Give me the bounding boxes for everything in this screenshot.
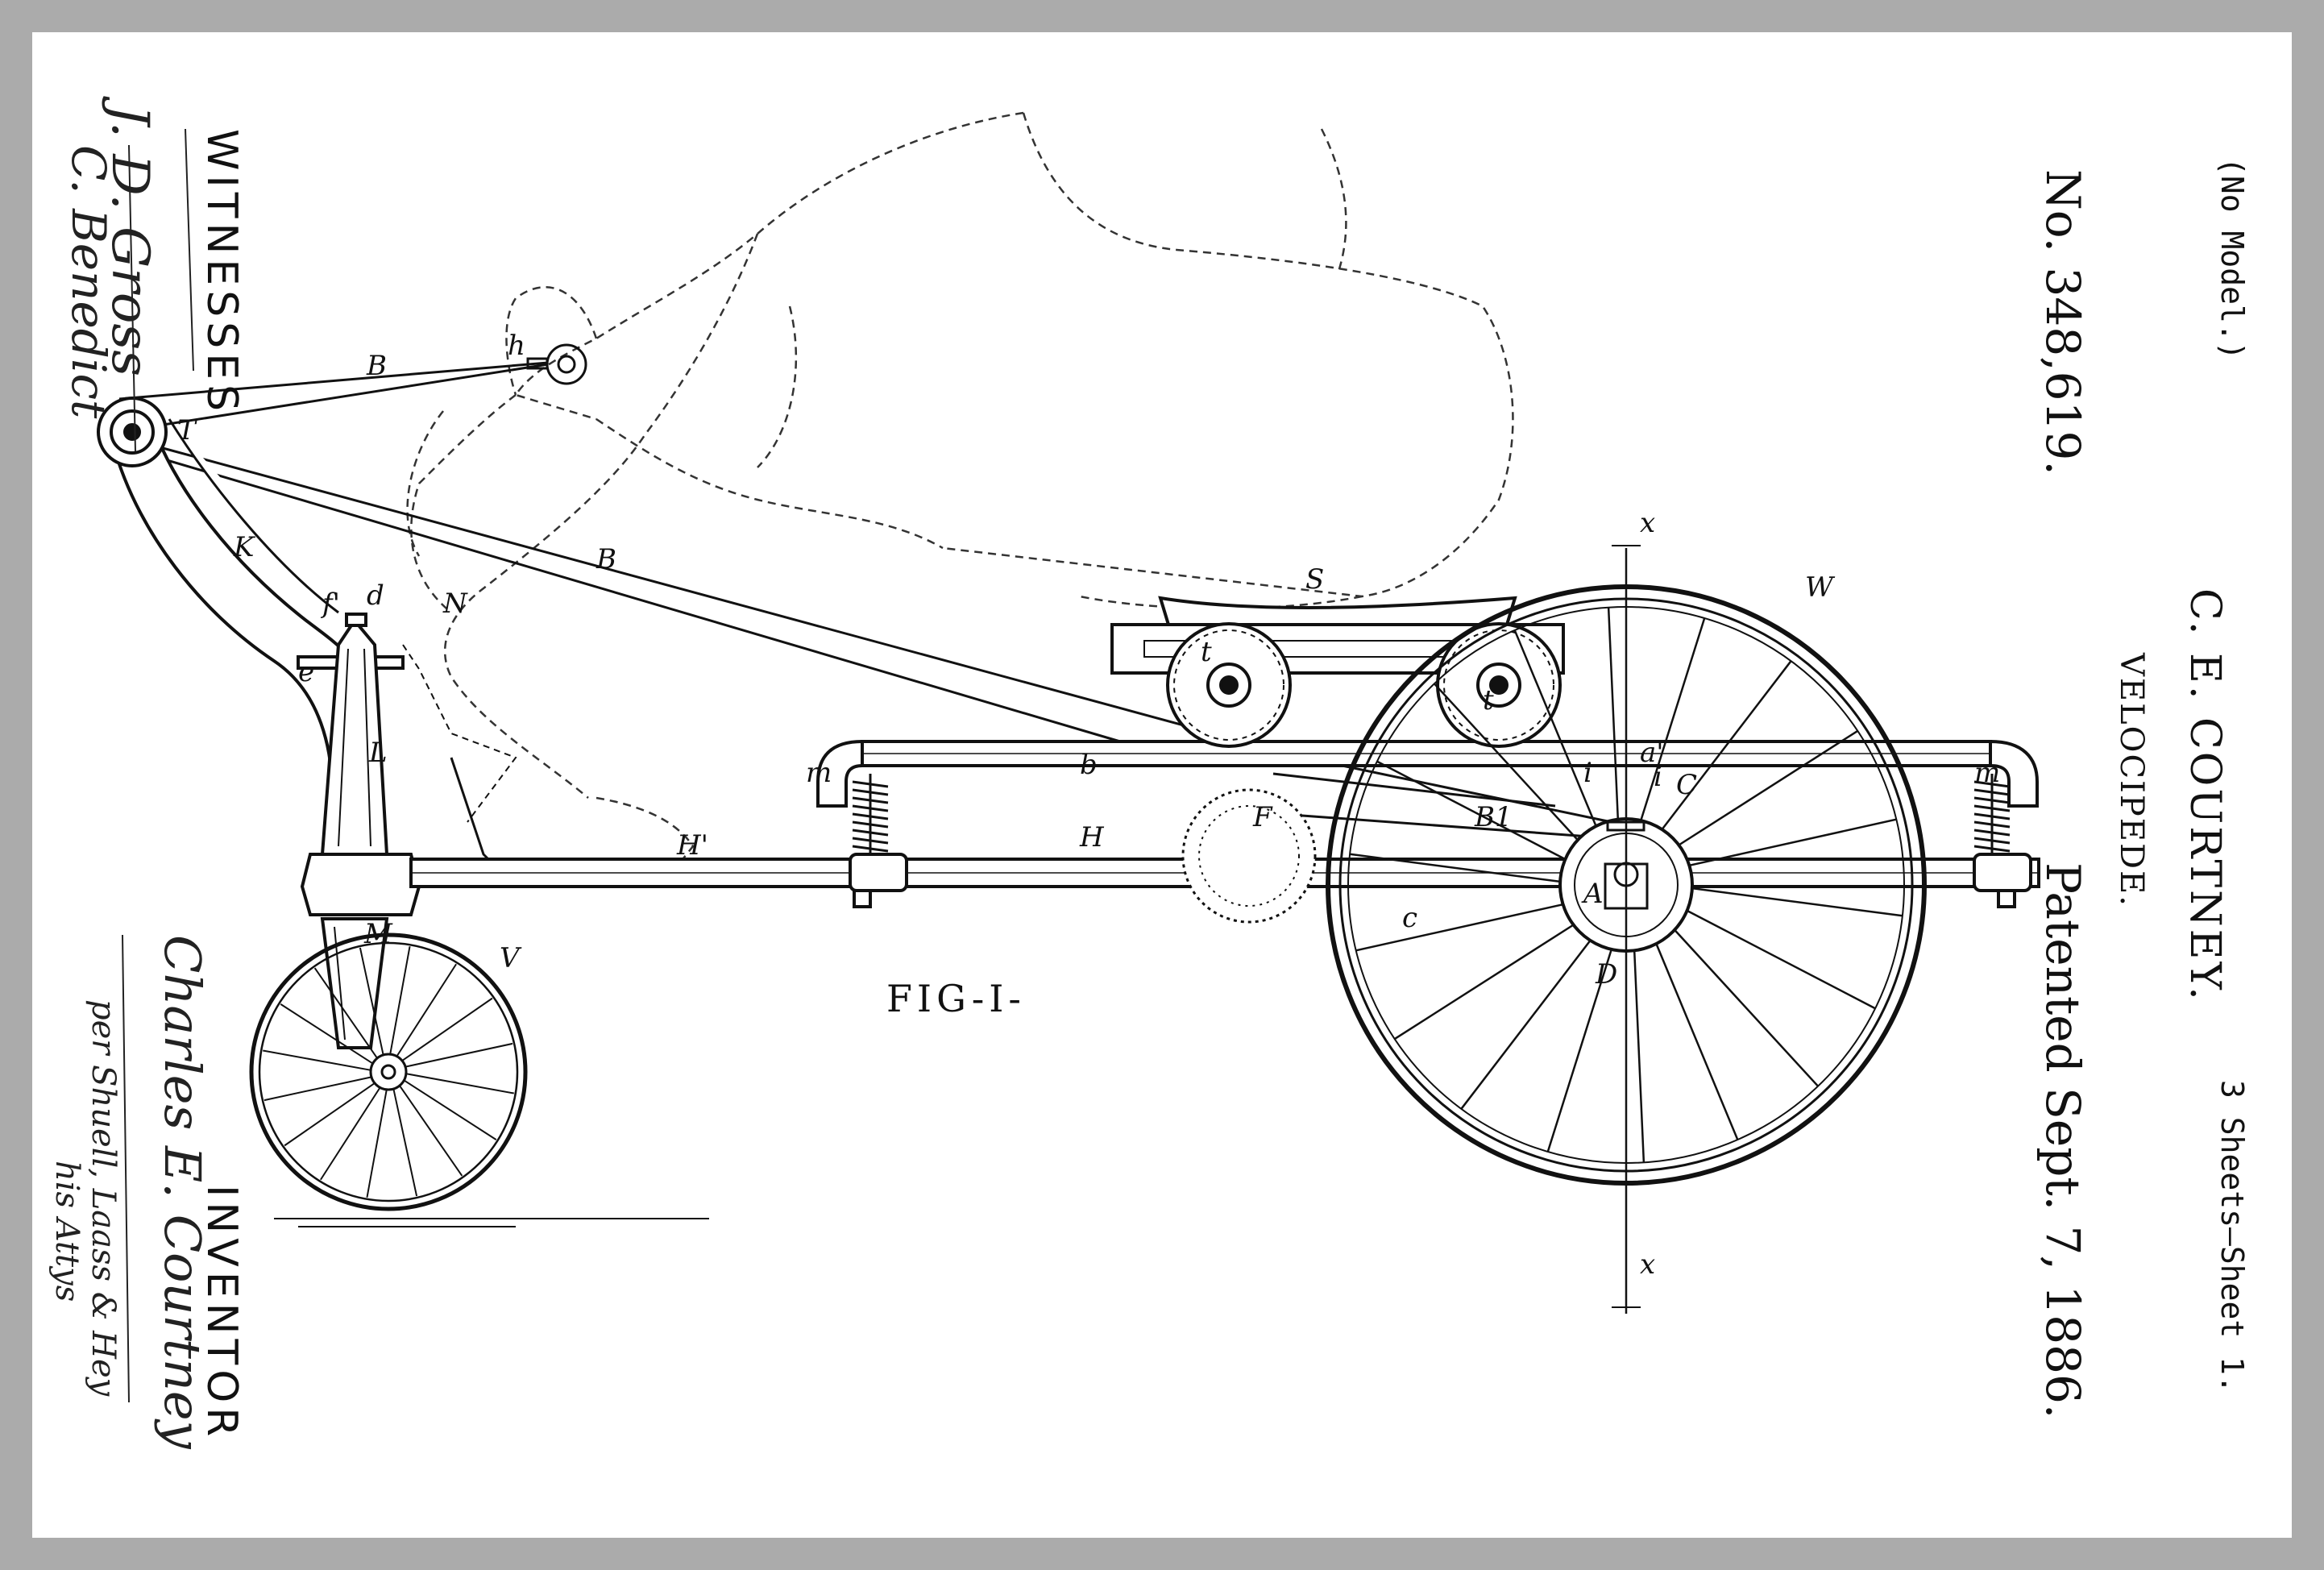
spoke — [405, 1042, 513, 1068]
label-h: h — [508, 330, 525, 362]
label-b-small: b — [1080, 749, 1098, 781]
label-c-lower: c — [1402, 902, 1417, 934]
part-labels: B h T K B f' d N e L M V S W t t b m m H… — [177, 330, 2000, 1281]
spoke — [264, 1076, 372, 1102]
spoke — [1546, 949, 1612, 1153]
spoke — [399, 1085, 463, 1177]
figure-caption: FIG-I- — [886, 977, 1026, 1020]
patent-sheet: B h T K B f' d N e L M V S W t t b m m H… — [32, 32, 2292, 1538]
invention-title: VELOCIPEDE. — [2113, 653, 2150, 908]
label-x-top: x — [1640, 507, 1655, 539]
spoke — [1460, 940, 1592, 1110]
attorney-line: per Shuell, Laass & Hey — [85, 999, 122, 1398]
spoke — [396, 963, 457, 1057]
spoke — [1607, 607, 1620, 820]
rider-outline — [406, 111, 1514, 888]
label-w: W — [1805, 571, 1836, 604]
witness-signature-2: C. Benedict — [61, 145, 116, 419]
spoke — [280, 1003, 374, 1065]
velocipede-drawing: B h T K B f' d N e L M V S W t t b m m H… — [48, 96, 2040, 1450]
label-t: T — [177, 414, 197, 446]
spoke — [1655, 943, 1739, 1140]
label-i2: i — [1654, 761, 1662, 793]
front-wheel — [249, 932, 709, 1227]
label-k: K — [233, 531, 256, 563]
label-b-upper: B — [366, 350, 387, 382]
label-n: N — [442, 588, 468, 620]
label-m-left: m — [806, 757, 832, 789]
spoke — [392, 1088, 418, 1197]
label-b-lower: B — [596, 543, 616, 575]
witness-signature-1: J. D. Gross — [100, 96, 160, 376]
spoke — [313, 967, 378, 1059]
spoke — [389, 946, 411, 1055]
witnesses-heading: WITNESSES — [197, 129, 246, 417]
label-f: F — [1252, 801, 1273, 833]
spoke — [1349, 853, 1561, 883]
spoke — [263, 1049, 371, 1071]
label-l: L — [368, 737, 388, 769]
spoke — [1355, 903, 1563, 952]
spoke — [405, 1073, 514, 1094]
label-c-upper: C — [1676, 769, 1697, 801]
label-h-tube: H — [1079, 821, 1105, 854]
spoke — [1434, 683, 1579, 841]
spoke — [1640, 617, 1706, 821]
spoke — [1661, 660, 1792, 830]
flywheel-f — [1181, 788, 1317, 924]
attorney-role: his Attys — [48, 1161, 85, 1302]
patent-date: Patented Sept. 7, 1886. — [2036, 862, 2090, 1419]
label-h1-tube: H' — [676, 829, 708, 862]
spoke — [1689, 818, 1897, 867]
spoke — [284, 1082, 376, 1147]
label-m-fork: M — [363, 918, 393, 950]
spoke — [1633, 950, 1645, 1163]
label-a1: a' — [1640, 737, 1664, 769]
spoke — [366, 1089, 388, 1198]
sheets-note: 3 Sheets—Sheet 1. — [2214, 1080, 2250, 1393]
label-a: A — [1581, 878, 1604, 910]
spoke — [1513, 629, 1597, 827]
seat — [1110, 596, 1565, 748]
spoke — [1691, 887, 1903, 917]
spoke — [1394, 924, 1575, 1040]
label-d: d — [367, 579, 384, 612]
label-t-roller-2: t — [1483, 684, 1494, 716]
spoke — [1674, 928, 1819, 1087]
label-f1: f' — [320, 588, 340, 620]
inventor-signature: Charles E. Courtney — [153, 935, 212, 1450]
witness-signatures: J. D. Gross C. Benedict — [61, 96, 194, 452]
spoke — [1376, 760, 1567, 861]
label-t-roller-1: t — [1201, 636, 1212, 668]
inventor-heading: INVENTOR — [197, 1185, 246, 1442]
label-b1: B1 — [1474, 801, 1513, 833]
spoke — [1686, 909, 1876, 1010]
patent-number: No. 348,619. — [2036, 169, 2090, 476]
steering-lever — [97, 397, 376, 880]
label-m-right: m — [1974, 757, 2000, 789]
model-note: (No Model.) — [2214, 157, 2250, 360]
label-x-bottom: x — [1640, 1248, 1655, 1281]
label-e: e — [298, 656, 314, 688]
spoke — [1678, 729, 1858, 846]
label-s: S — [1305, 563, 1324, 596]
inventor-name: C. E. COURTNEY. — [2181, 588, 2229, 1003]
spoke — [320, 1086, 381, 1181]
label-d-hub: D — [1595, 958, 1617, 991]
rear-wheel — [1326, 545, 1927, 1314]
spoke — [403, 1079, 497, 1140]
label-i: i — [1583, 757, 1592, 789]
inventor-signatures: Charles E. Courtney per Shuell, Laass & … — [48, 934, 212, 1450]
spoke — [359, 947, 384, 1056]
spoke — [401, 997, 493, 1061]
label-v: V — [500, 942, 522, 974]
